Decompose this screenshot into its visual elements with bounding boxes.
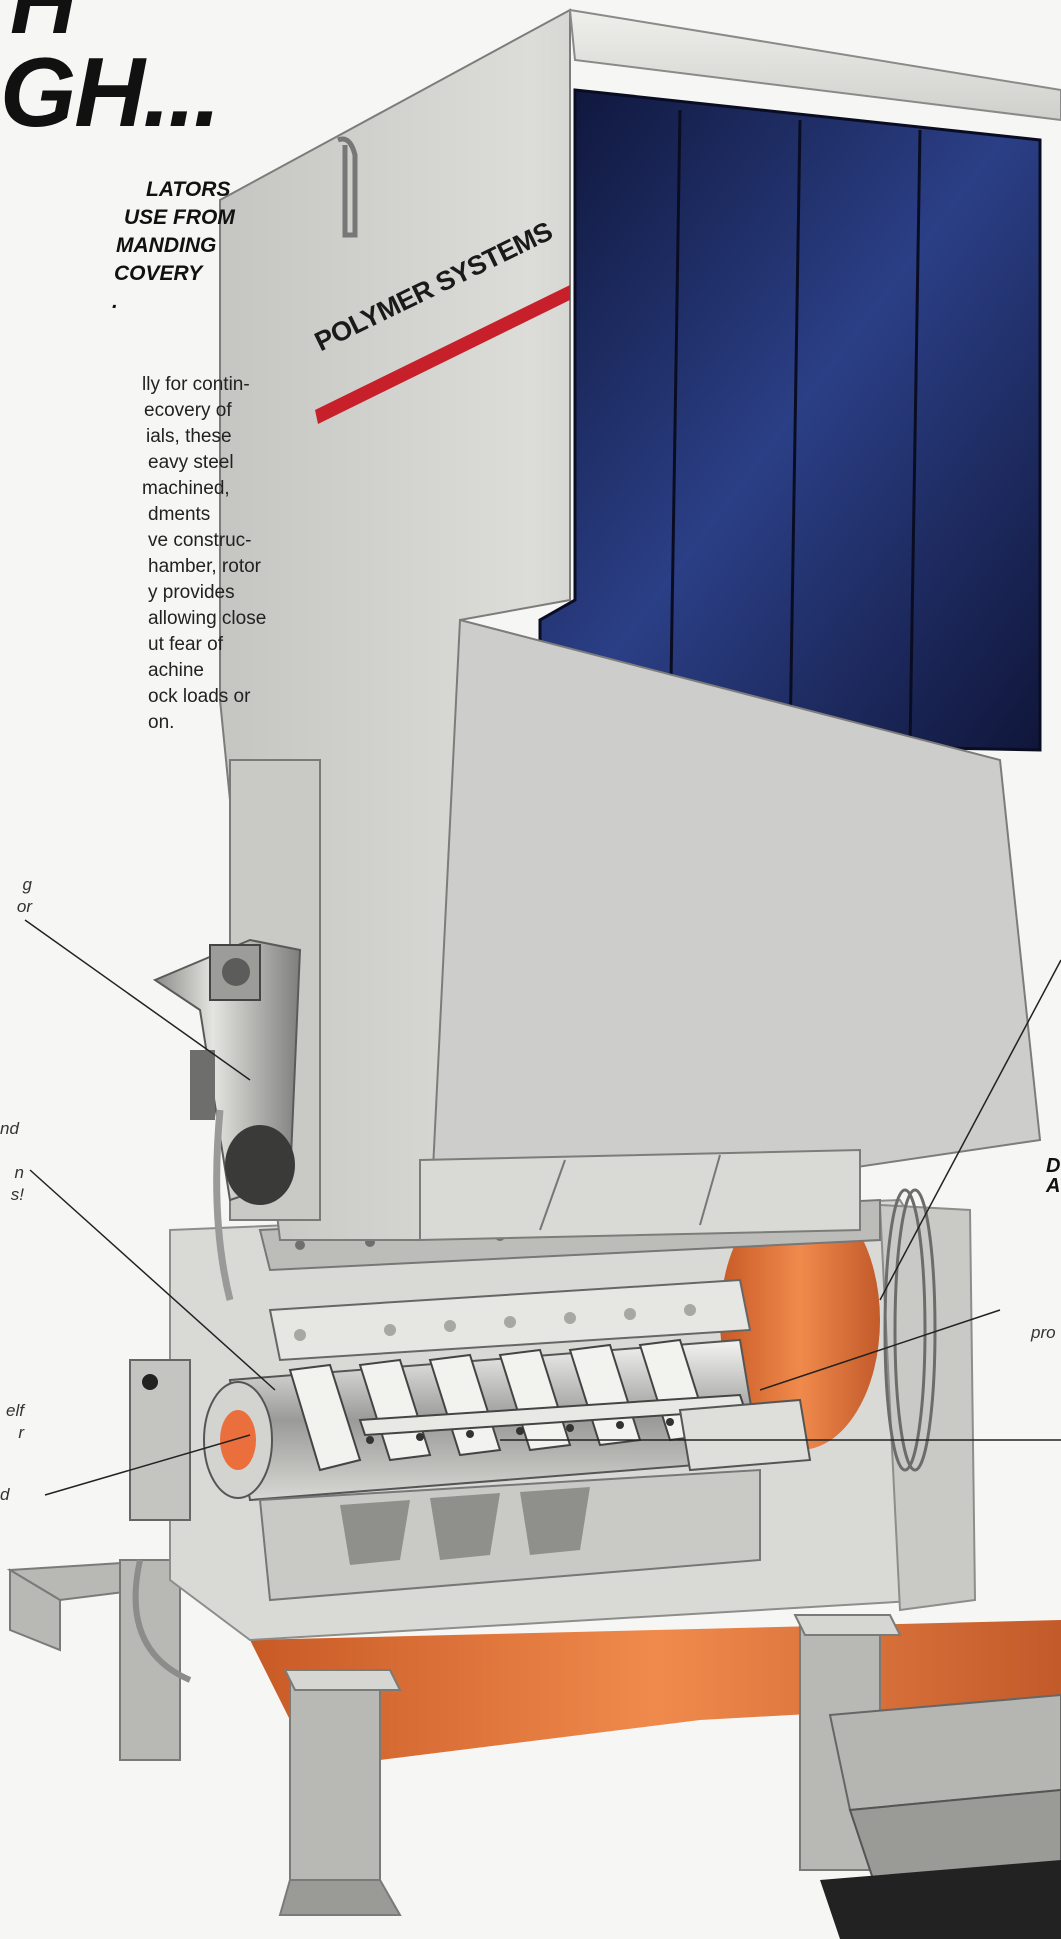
body-line: ve construc- [148, 530, 252, 551]
body-line: allowing close [148, 608, 267, 629]
cutting-chamber [129, 1188, 977, 1642]
subheading-line: MANDING [116, 234, 217, 257]
callout-left-2: nd [0, 1118, 19, 1140]
collection-bin [820, 1693, 1061, 1939]
callout-line: pro [1031, 1323, 1056, 1342]
body-line: eavy steel [148, 452, 234, 473]
callout-drive-motor: g or [0, 874, 32, 918]
callout-line: d [0, 1485, 10, 1504]
body-line: dments [148, 504, 211, 525]
body-line: hamber, rotor [148, 556, 261, 577]
hopper [219, 8, 1061, 1242]
callout-line: nd [0, 1119, 19, 1138]
body-line: achine [148, 660, 204, 681]
subheading-line: LATORS [146, 178, 231, 201]
subheading-line: COVERY [114, 262, 203, 285]
body-line: ials, these [146, 426, 232, 447]
body-line: ock loads or [148, 686, 251, 707]
body-line: y provides [148, 582, 235, 603]
body-paragraph: lly for contin- ecovery of ials, these e… [0, 372, 354, 736]
callout-line: elf [6, 1401, 24, 1420]
subheading-line: USE FROM [124, 206, 235, 229]
body-line: lly for contin- [142, 374, 250, 395]
callout-lines [24, 919, 1061, 1496]
callout-line: D [1046, 1155, 1061, 1177]
drive-motor [132, 759, 321, 1683]
headline-line-2: GH... [0, 37, 221, 147]
callout-right-2: pro [1031, 1322, 1056, 1344]
subheading: LATORS USE FROM MANDING COVERY . [0, 176, 235, 316]
body-line: ut fear of [148, 634, 223, 655]
subheading-line: . [112, 290, 118, 313]
callout-left-5: d [0, 1484, 9, 1506]
callout-line: s! [10, 1185, 24, 1204]
callout-left-4: elf r [0, 1400, 24, 1444]
callout-line: r [18, 1423, 24, 1442]
callout-line: n [14, 1163, 24, 1182]
body-line: on. [148, 712, 175, 733]
callout-right-1: D A [1046, 1156, 1060, 1196]
body-line: ecovery of [144, 400, 232, 421]
callout-left-3: n s! [0, 1162, 24, 1206]
body-line: machined, [142, 478, 230, 499]
headline-line-1: H [10, 0, 76, 53]
callout-line: g [22, 875, 32, 894]
callout-line: A [1046, 1175, 1061, 1197]
callout-line: or [16, 897, 32, 916]
